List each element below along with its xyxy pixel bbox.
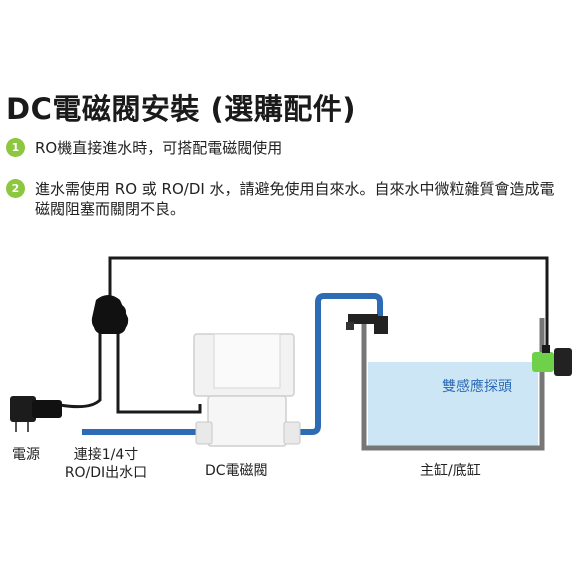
sensor-cable xyxy=(108,256,549,345)
step-number-badge: 2 xyxy=(6,179,25,198)
valve-label: DC電磁閥 xyxy=(205,463,268,479)
inlet-label: 連接1/4寸 RO/DI出水口 xyxy=(56,446,156,482)
note-1: 1 RO機直接進水時，可搭配電磁閥使用 xyxy=(6,138,574,158)
tank-label: 主缸/底缸 xyxy=(420,463,481,479)
step-number-badge: 1 xyxy=(6,138,25,157)
note-2: 2 進水需使用 RO 或 RO/DI 水，請避免使用自來水。自來水中微粒雜質會造… xyxy=(6,179,565,219)
sensor-label: 雙感應探頭 xyxy=(442,379,512,395)
solenoid-valve xyxy=(193,333,301,447)
power-adapter xyxy=(10,396,62,432)
sensor-probe xyxy=(532,345,572,376)
page-title: DC電磁閥安裝 (選購配件) xyxy=(6,92,356,126)
note-text: 進水需使用 RO 或 RO/DI 水，請避免使用自來水。自來水中微粒雜質會造成電… xyxy=(35,180,555,218)
controller-plug xyxy=(91,295,129,334)
tank xyxy=(361,318,545,451)
valve-cable xyxy=(116,332,202,414)
inlet-label-line1: 連接1/4寸 xyxy=(73,447,139,463)
inlet-nozzle xyxy=(346,314,388,334)
power-cable xyxy=(59,332,102,409)
note-text: RO機直接進水時，可搭配電磁閥使用 xyxy=(35,139,283,157)
power-label: 電源 xyxy=(12,447,40,463)
inlet-label-line2: RO/DI出水口 xyxy=(64,465,148,481)
outlet-pipe xyxy=(292,293,383,435)
